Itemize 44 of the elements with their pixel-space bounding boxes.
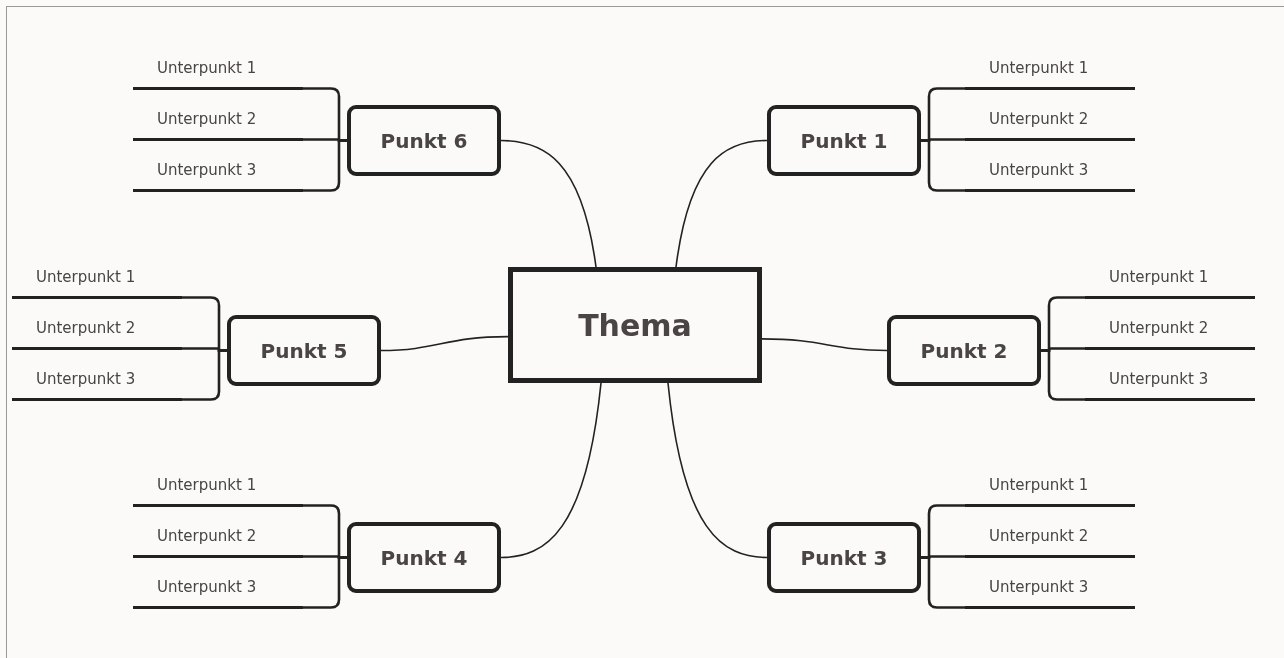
point-box bbox=[767, 105, 921, 176]
subpoint-label: Unterpunkt 1 bbox=[36, 268, 136, 286]
point-label: Punkt 6 bbox=[380, 128, 468, 153]
curved-connector bbox=[675, 139, 768, 268]
point-label: Punkt 1 bbox=[800, 128, 888, 153]
subpoint-label: Unterpunkt 2 bbox=[1109, 319, 1209, 337]
subpoint-label: Unterpunkt 1 bbox=[989, 59, 1089, 77]
point-label: Punkt 3 bbox=[800, 545, 888, 570]
point-label: Punkt 4 bbox=[380, 545, 468, 570]
bracket-connector bbox=[303, 556, 347, 609]
point-box bbox=[227, 315, 381, 386]
subpoint-label: Unterpunkt 2 bbox=[157, 110, 257, 128]
subpoint-label: Unterpunkt 3 bbox=[989, 161, 1089, 179]
bracket-connector bbox=[182, 349, 227, 401]
subpoint-label: Unterpunkt 1 bbox=[157, 476, 257, 494]
topic-label: Thema bbox=[578, 307, 692, 343]
curved-connector bbox=[500, 382, 602, 559]
point-box bbox=[767, 522, 921, 593]
point-label: Punkt 5 bbox=[260, 338, 348, 363]
subpoint-label: Unterpunkt 2 bbox=[36, 319, 136, 337]
point-label: Punkt 2 bbox=[920, 338, 1008, 363]
curved-connector bbox=[500, 139, 597, 268]
topic-box bbox=[508, 267, 762, 383]
point-box bbox=[887, 315, 1041, 386]
subpoint-label: Unterpunkt 2 bbox=[989, 110, 1089, 128]
subpoint-label: Unterpunkt 2 bbox=[157, 527, 257, 545]
subpoint-label: Unterpunkt 1 bbox=[157, 59, 257, 77]
subpoint-label: Unterpunkt 1 bbox=[989, 476, 1089, 494]
subpoint-label: Unterpunkt 3 bbox=[157, 161, 257, 179]
bracket-connector bbox=[1041, 349, 1085, 401]
point-box bbox=[347, 105, 501, 176]
bracket-connector bbox=[921, 139, 965, 192]
bracket-connector bbox=[303, 139, 347, 192]
subpoint-label: Unterpunkt 1 bbox=[1109, 268, 1209, 286]
subpoint-label: Unterpunkt 2 bbox=[989, 527, 1089, 545]
subpoint-label: Unterpunkt 3 bbox=[36, 370, 136, 388]
curved-connector bbox=[380, 335, 509, 352]
curved-connector bbox=[761, 338, 888, 352]
subpoint-label: Unterpunkt 3 bbox=[1109, 370, 1209, 388]
bracket-connector bbox=[921, 556, 965, 609]
subpoint-label: Unterpunkt 3 bbox=[989, 578, 1089, 596]
subpoint-label: Unterpunkt 3 bbox=[157, 578, 257, 596]
curved-connector bbox=[667, 382, 768, 559]
point-box bbox=[347, 522, 501, 593]
